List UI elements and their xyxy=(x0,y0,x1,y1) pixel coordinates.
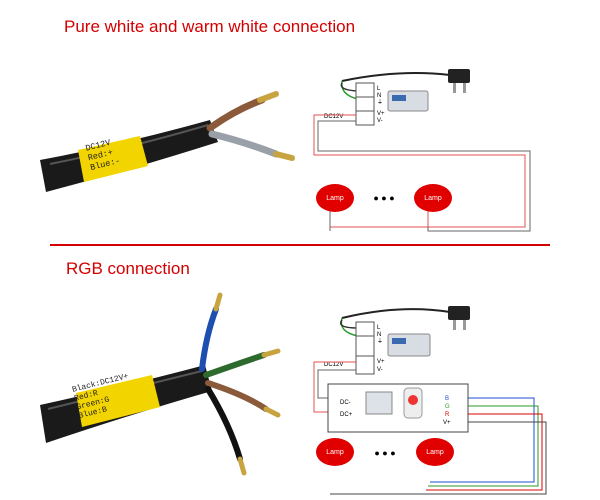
lamp-ellipsis: ● ● ● xyxy=(374,448,395,458)
terminal-vminus: V- xyxy=(377,367,383,373)
rgb-controller: DC- DC+ B G R V+ xyxy=(327,383,469,433)
power-plug-icon xyxy=(448,69,470,93)
controller-out-vplus: V+ xyxy=(443,420,451,426)
terminal-vminus: V- xyxy=(377,118,383,124)
dc-voltage-label: DC12V xyxy=(324,362,343,368)
mains-cable xyxy=(341,308,451,319)
terminal-l: L xyxy=(377,86,381,92)
terminal-n: N xyxy=(377,332,381,338)
rgb-connection-diagram: L N ⏚ V+ V- DC12V DC- DC+ B G R V+ Lamp … xyxy=(313,306,547,495)
sleeve-label: DC12V Red:+ Blue:- xyxy=(85,138,122,173)
terminal-vplus: V+ xyxy=(377,111,385,117)
power-plug-icon xyxy=(448,306,470,330)
controller-dc-plus: DC+ xyxy=(340,412,353,418)
section-divider xyxy=(50,244,550,246)
lamp-1: Lamp xyxy=(316,438,354,466)
lamp-1: Lamp xyxy=(316,184,354,212)
lamp-2: Lamp xyxy=(414,184,452,212)
lamp-ellipsis: ● ● ● xyxy=(373,193,394,203)
power-supply: L N ⏚ V+ V- xyxy=(355,321,431,375)
four-core-cable-photo: Black:DC12V+ Red:R Green:G Blue:B xyxy=(40,292,281,476)
dc-voltage-label: DC12V xyxy=(324,114,343,120)
svg-text:Lamp: Lamp xyxy=(326,449,344,456)
two-core-cable-photo: DC12V Red:+ Blue:- xyxy=(40,91,295,192)
lamp-2: Lamp xyxy=(416,438,454,466)
section-title-white: Pure white and warm white connection xyxy=(64,17,356,36)
terminal-ground: ⏚ xyxy=(377,338,383,345)
controller-out-r: R xyxy=(445,412,450,418)
positive-wire xyxy=(313,114,526,228)
mains-cable xyxy=(341,72,451,82)
terminal-vplus: V+ xyxy=(377,359,385,365)
svg-text:Lamp: Lamp xyxy=(326,195,344,202)
svg-text:Lamp: Lamp xyxy=(426,449,444,456)
controller-dc-minus: DC- xyxy=(340,400,351,406)
section-title-rgb: RGB connection xyxy=(66,259,190,278)
terminal-n: N xyxy=(377,93,381,99)
controller-out-g: G xyxy=(445,404,450,410)
terminal-l: L xyxy=(377,325,381,331)
power-supply: L N ⏚ V+ V- xyxy=(355,82,429,126)
terminal-ground: ⏚ xyxy=(377,99,383,106)
white-connection-diagram: L N ⏚ V+ V- DC12V Lamp ● ● ● Lamp xyxy=(313,69,531,232)
controller-out-b: B xyxy=(445,396,449,402)
negative-wire xyxy=(317,120,531,232)
svg-text:Lamp: Lamp xyxy=(424,195,442,202)
